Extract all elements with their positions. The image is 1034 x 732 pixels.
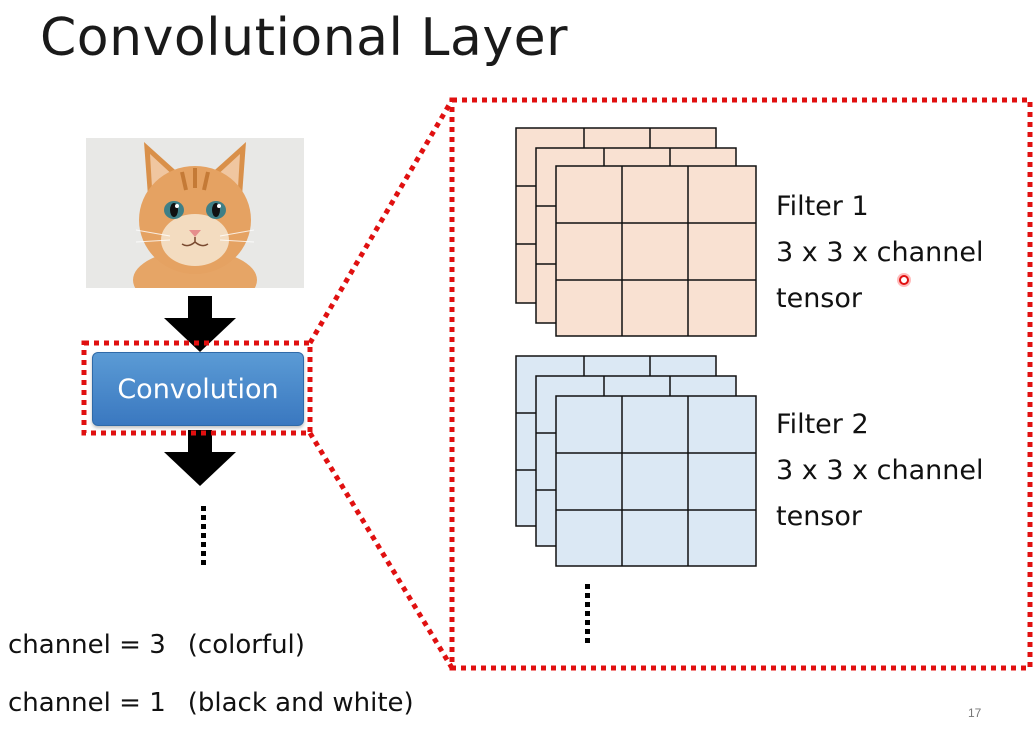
filter-2-stack: [515, 355, 757, 567]
filter-1-label: Filter 1 3 x 3 x channel tensor: [776, 184, 983, 322]
convolution-button[interactable]: Convolution: [92, 352, 304, 426]
zoom-connector-top: [307, 98, 455, 345]
caption-colorful-text: channel = 3: [8, 630, 166, 660]
caption-colorful: channel = 3 (colorful): [8, 630, 305, 660]
filter-1-stack: [515, 127, 757, 337]
filter-1-shape: 3 x 3 x channel: [776, 237, 984, 268]
laser-pointer-icon: [897, 273, 911, 287]
slide-title: Convolutional Layer: [40, 8, 569, 68]
filter-2-shape: 3 x 3 x channel: [776, 455, 984, 486]
filter-2-kind: tensor: [776, 501, 862, 532]
down-arrow-top: [164, 296, 236, 352]
filter-1-name: Filter 1: [776, 191, 869, 222]
filter-1-kind: tensor: [776, 283, 862, 314]
zoom-connector-bottom: [307, 431, 455, 670]
caption-bw-note: (black and white): [187, 688, 414, 718]
caption-bw: channel = 1 (black and white): [8, 688, 414, 718]
down-arrow-bottom: [164, 430, 236, 486]
caption-bw-text: channel = 1: [8, 688, 166, 718]
filter-2-name: Filter 2: [776, 409, 869, 440]
caption-colorful-note: (colorful): [187, 630, 305, 660]
convolution-highlight-box: [81, 340, 313, 436]
filter-2-label: Filter 2 3 x 3 x channel tensor: [776, 402, 983, 540]
page-number: 17: [968, 706, 982, 720]
filter-zoom-box: [449, 97, 1033, 671]
kitten-image: [86, 138, 304, 310]
ellipsis-dots-left: [201, 506, 206, 565]
ellipsis-dots-filters: [585, 584, 590, 643]
